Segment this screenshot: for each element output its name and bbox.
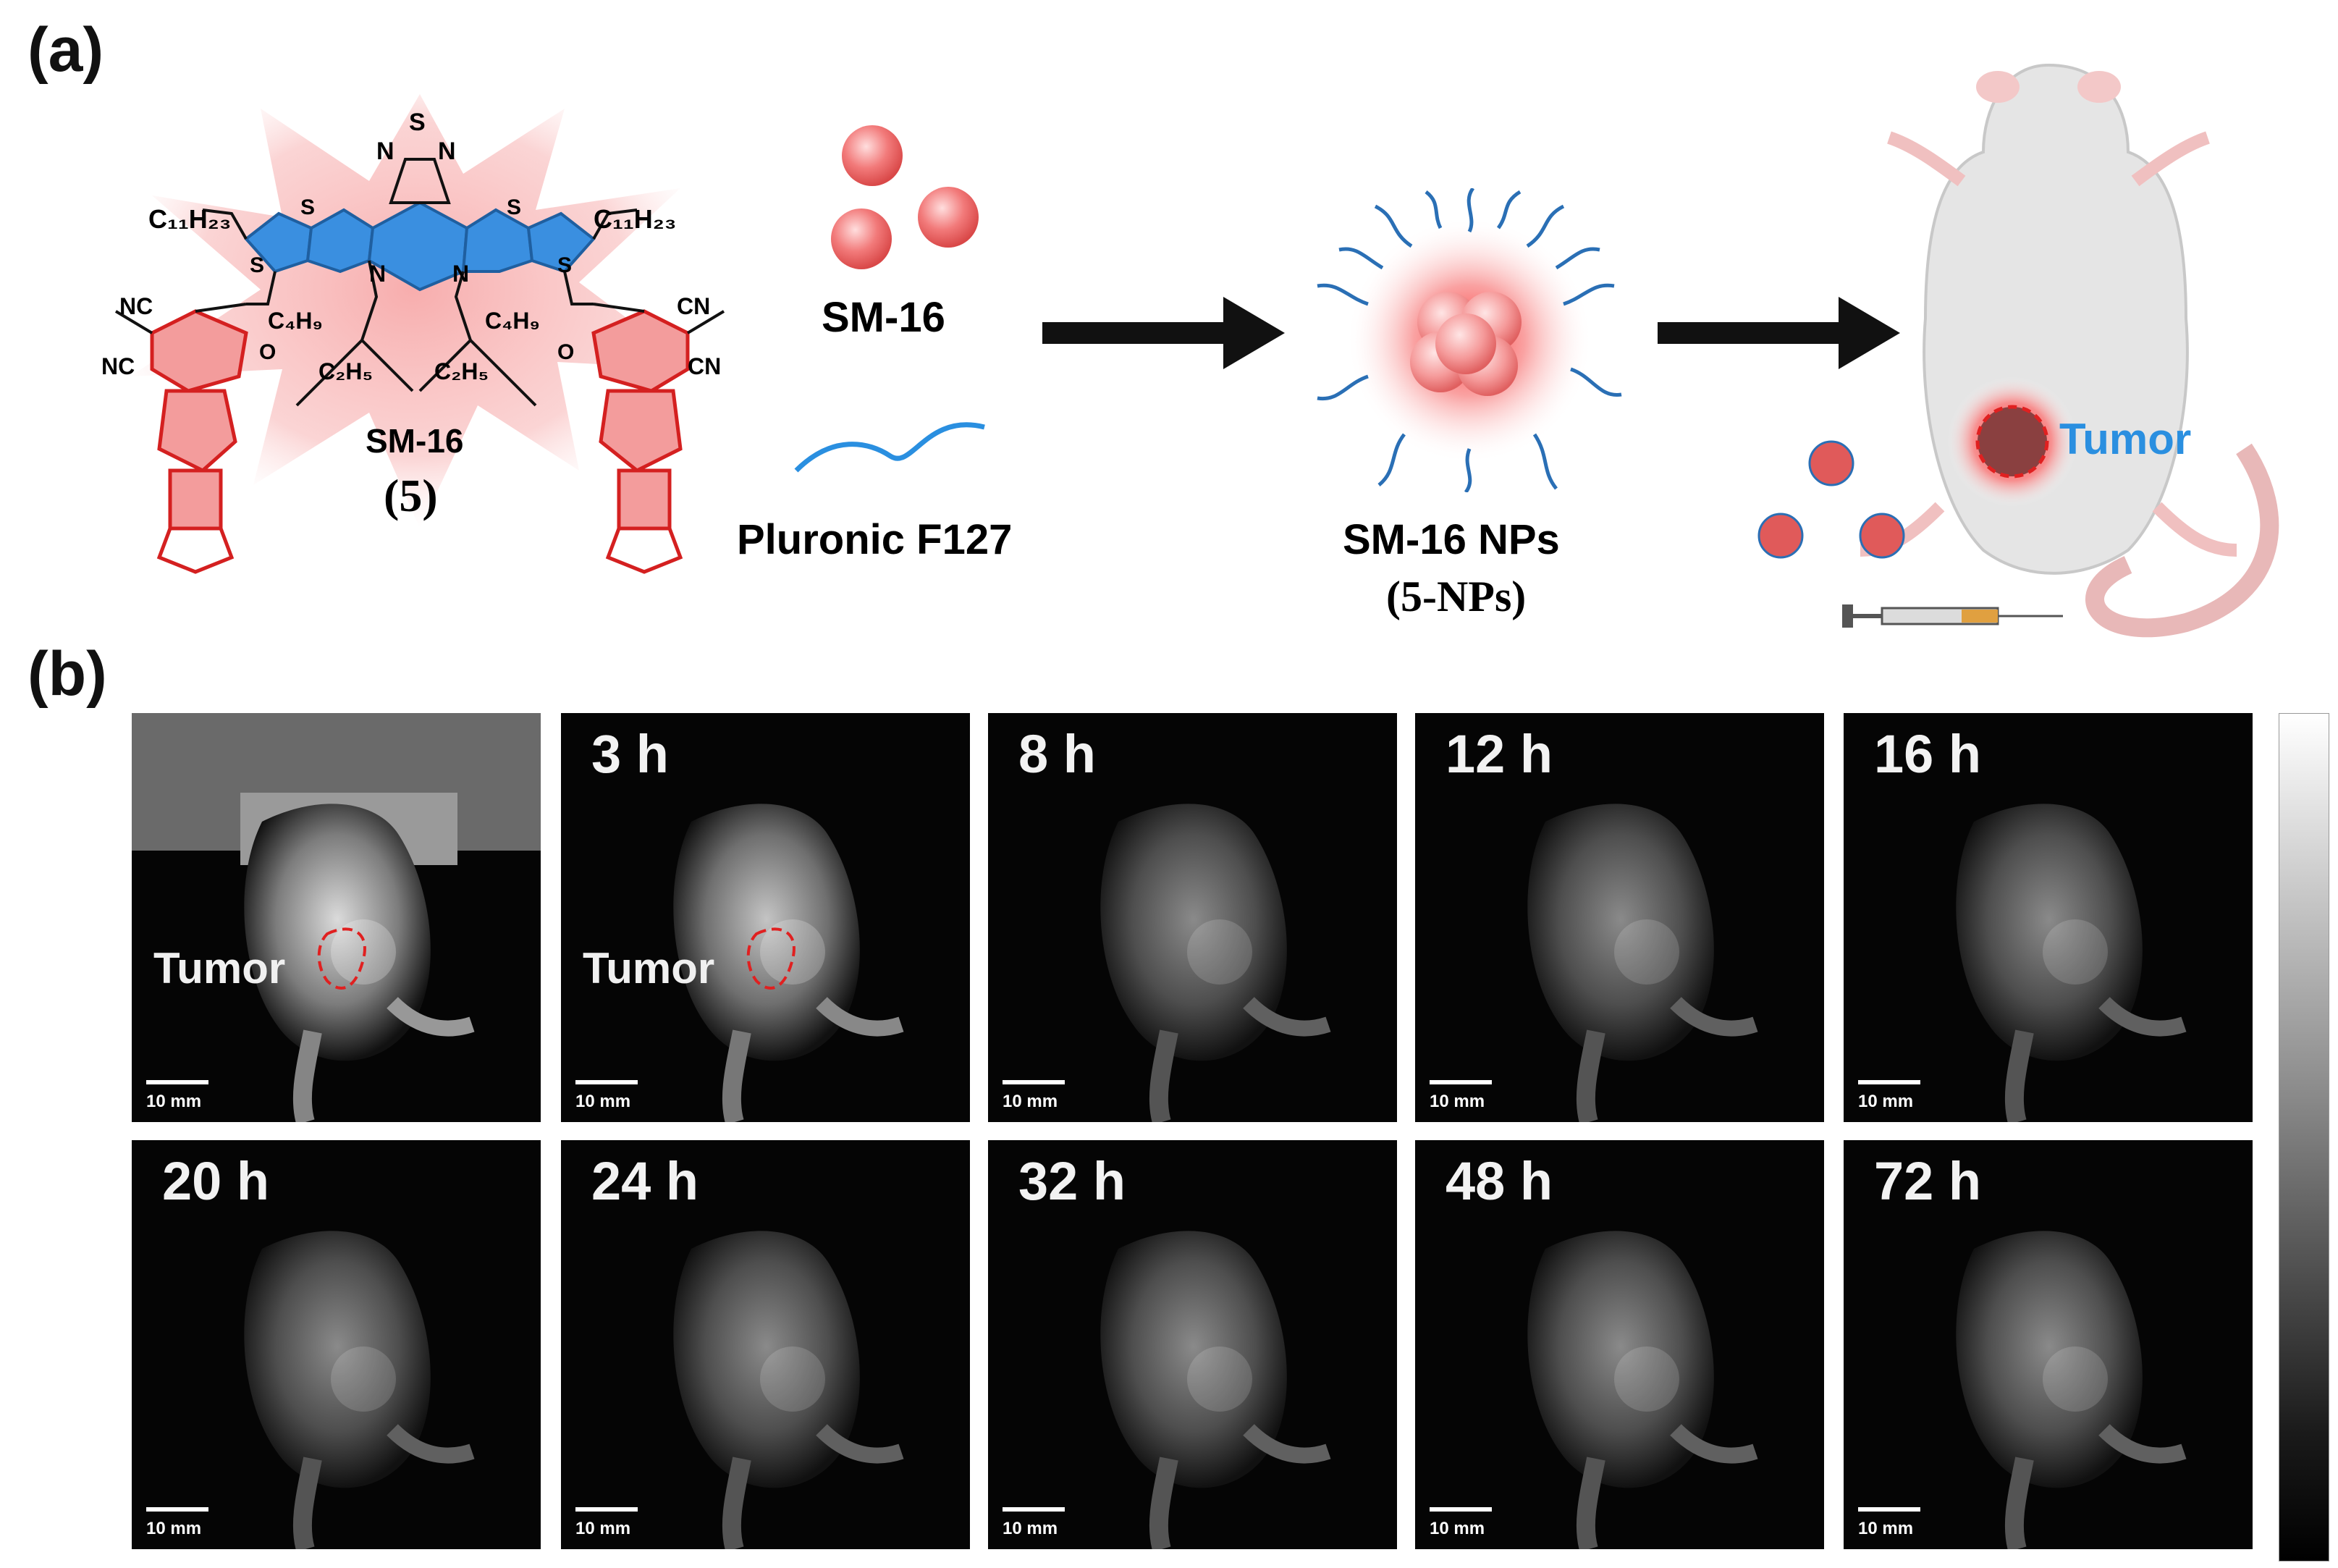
imaging-tile: Tumor 10 mm xyxy=(132,713,541,1122)
scale-bar xyxy=(1858,1507,1920,1512)
imaging-tile: 3 h Tumor 10 mm xyxy=(561,713,970,1122)
timepoint-label: 16 h xyxy=(1874,724,1982,784)
pluronic-squiggle xyxy=(794,422,985,473)
scale-bar-label: 10 mm xyxy=(1430,1092,1485,1111)
timepoint-label: 3 h xyxy=(591,724,669,784)
mouse-fluorescence-image xyxy=(1527,1231,1758,1549)
arrow-2 xyxy=(1658,297,1900,369)
imaging-tile: 48 h 10 mm xyxy=(1415,1140,1824,1549)
mouse-fluorescence-image xyxy=(1100,804,1331,1122)
label-c4h9-left: C₄H₉ xyxy=(268,308,323,334)
imaging-tile: 12 h 10 mm xyxy=(1415,713,1824,1122)
ingredient-polymer-label: Pluronic F127 xyxy=(737,516,1013,563)
scale-bar xyxy=(1858,1080,1920,1084)
label-n-right: N xyxy=(452,261,470,287)
scale-bar xyxy=(575,1507,638,1512)
scale-bar xyxy=(1430,1080,1492,1084)
arrow-1 xyxy=(1042,297,1285,369)
timepoint-label: 20 h xyxy=(162,1151,270,1211)
timepoint-label: 48 h xyxy=(1446,1151,1553,1211)
label-alkyl-right: C₁₁H₂₃ xyxy=(594,204,677,234)
label-cn-top: CN xyxy=(677,293,711,319)
scale-bar-label: 10 mm xyxy=(146,1092,202,1111)
scale-bar-label: 10 mm xyxy=(575,1092,631,1111)
scale-bar xyxy=(146,1080,208,1084)
scale-bar xyxy=(1003,1080,1065,1084)
timepoint-label: 8 h xyxy=(1018,724,1096,784)
intensity-colorbar xyxy=(2279,713,2329,1561)
mouse-fluorescence-image xyxy=(1100,1231,1331,1549)
label-o-right: O xyxy=(557,340,575,364)
scale-bar-label: 10 mm xyxy=(1003,1519,1058,1538)
sm16-spheres xyxy=(831,125,979,269)
ingredient-sm16-label: SM-16 xyxy=(822,294,945,341)
compound-number: (5) xyxy=(384,470,438,521)
scale-bar-label: 10 mm xyxy=(575,1519,631,1538)
mouse-illustration xyxy=(1757,63,2279,638)
scale-bar-label: 10 mm xyxy=(146,1519,202,1538)
scale-bar xyxy=(146,1507,208,1512)
tumor-label: Tumor xyxy=(153,944,286,992)
label-n-thiadiazole-left: N xyxy=(376,138,394,165)
label-c4h9-right: C₄H₉ xyxy=(485,308,540,334)
panel-a-label: (a) xyxy=(28,15,104,85)
imaging-tile: 24 h 10 mm xyxy=(561,1140,970,1549)
scale-bar-label: 10 mm xyxy=(1003,1092,1058,1111)
imaging-tile: 16 h 10 mm xyxy=(1844,713,2253,1122)
mouse-fluorescence-image xyxy=(1956,804,2187,1122)
scale-bar xyxy=(1430,1507,1492,1512)
label-s-thiadiazole: S xyxy=(409,109,426,136)
mouse-fluorescence-image xyxy=(244,1231,475,1549)
timepoint-label: 32 h xyxy=(1018,1151,1126,1211)
sm16-molecule-structure xyxy=(114,94,725,574)
label-c2h5-left: C₂H₅ xyxy=(318,358,374,384)
imaging-tile: 8 h 10 mm xyxy=(988,713,1397,1122)
molecule-glow xyxy=(130,94,695,528)
mouse-fluorescence-image xyxy=(1956,1231,2187,1549)
label-cn-bottom: CN xyxy=(688,353,722,379)
label-nc-bottom: NC xyxy=(101,353,135,379)
label-s-left: S xyxy=(300,195,316,219)
label-nc-top: NC xyxy=(119,293,153,319)
np-number-label: (5-NPs) xyxy=(1386,573,1527,620)
timepoint-label: 24 h xyxy=(591,1151,699,1211)
label-c2h5-right: C₂H₅ xyxy=(434,358,489,384)
label-alkyl-left: C₁₁H₂₃ xyxy=(148,204,232,234)
mouse-fluorescence-image xyxy=(1527,804,1758,1122)
imaging-tile: 20 h 10 mm xyxy=(132,1140,541,1549)
np-illustration xyxy=(1317,188,1622,492)
label-n-thiadiazole-right: N xyxy=(438,138,456,165)
scale-bar xyxy=(575,1080,638,1084)
mouse-fluorescence-image xyxy=(132,713,541,1122)
label-s-right2: S xyxy=(557,253,573,277)
scale-bar-label: 10 mm xyxy=(1858,1092,1914,1111)
blue-core xyxy=(244,201,596,292)
scale-bar-label: 10 mm xyxy=(1430,1519,1485,1538)
mouse-fluorescence-image xyxy=(673,1231,904,1549)
scale-bar-label: 10 mm xyxy=(1858,1519,1914,1538)
scale-bar xyxy=(1003,1507,1065,1512)
timepoint-label: 12 h xyxy=(1446,724,1553,784)
label-n-left: N xyxy=(369,261,387,287)
timepoint-label: 72 h xyxy=(1874,1151,1982,1211)
mouse-tumor-label: Tumor xyxy=(2059,415,2192,463)
molecule-name: SM-16 xyxy=(366,422,464,460)
tumor-label: Tumor xyxy=(583,944,715,992)
label-o-left: O xyxy=(259,340,277,364)
imaging-tile: 72 h 10 mm xyxy=(1844,1140,2253,1549)
label-s-right: S xyxy=(507,195,522,219)
np-name-label: SM-16 NPs xyxy=(1343,516,1560,563)
label-s-left2: S xyxy=(250,253,265,277)
imaging-tile: 32 h 10 mm xyxy=(988,1140,1397,1549)
panel-b-label: (b) xyxy=(28,639,107,709)
mouse-fluorescence-image xyxy=(673,804,904,1122)
